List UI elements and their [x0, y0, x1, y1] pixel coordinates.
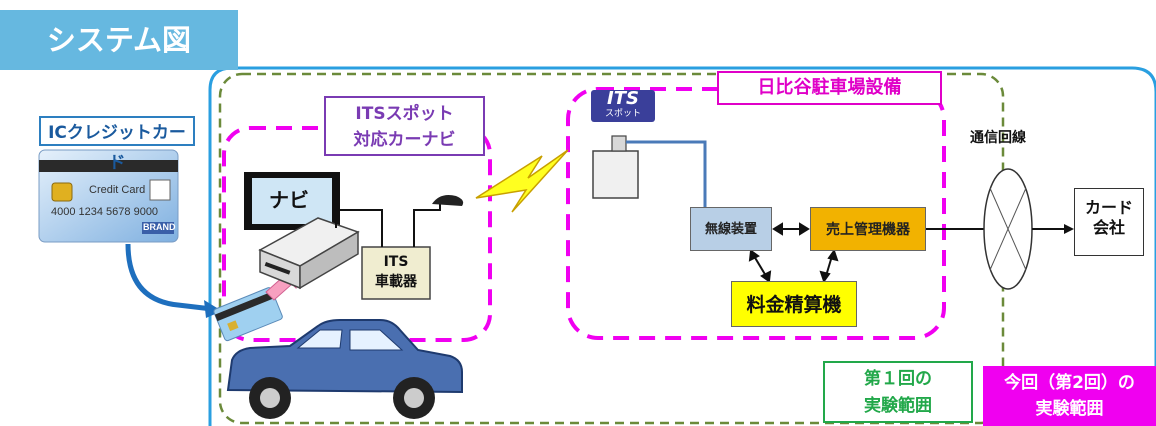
its-spot-logo-text: ITS スポット — [591, 89, 655, 120]
wireless-bolt — [475, 149, 569, 213]
payment-machine-box: 料金精算機 — [731, 281, 857, 327]
its-spot-navi-label-line1: ITSスポット — [355, 104, 454, 124]
card-number-text: 4000 1234 5678 9000 — [51, 206, 159, 218]
ic-card-label: ICクレジットカード — [39, 116, 195, 173]
car-graphic — [226, 319, 463, 419]
card-brand-text: BRAND — [143, 222, 176, 232]
its-spot-navi-label: ITSスポット 対応カーナビ — [324, 96, 485, 156]
antenna — [432, 195, 464, 206]
roadside-unit — [592, 150, 639, 199]
its-onboard-unit-label: ITS 車載器 — [362, 252, 430, 292]
outer-frame — [208, 66, 1156, 426]
communication-line-label: 通信回線 — [970, 130, 1026, 146]
sales-management-box: 売上管理機器 — [810, 207, 926, 251]
round2-scope-line2: 実験範囲 — [1035, 399, 1104, 419]
card-company-line2: 会社 — [1092, 218, 1125, 237]
its-onboard-unit-line2: 車載器 — [375, 274, 417, 290]
round1-scope-line1: 第１回の — [864, 369, 932, 389]
inserted-card-graphic — [213, 287, 283, 342]
credit-card-graphic — [38, 149, 179, 243]
its-onboard-unit — [361, 246, 431, 300]
round2-scope-label: 今回（第2回）の 実験範囲 — [983, 366, 1156, 426]
card-company-box: カード 会社 — [1074, 188, 1144, 256]
card-name-text: Credit Card — [89, 184, 146, 196]
round2-scope-line1: 今回（第2回）の — [1004, 373, 1135, 393]
round1-scope-label: 第１回の 実験範囲 — [823, 361, 973, 423]
its-spot-logo — [591, 90, 655, 122]
its-spot-logo-main: ITS — [607, 88, 639, 109]
navi-screen-label: ナビ — [269, 188, 309, 212]
round1-scope-line2: 実験範囲 — [864, 396, 932, 416]
its-spot-logo-sub: スポット — [604, 109, 641, 119]
its-onboard-unit-line1: ITS — [383, 254, 409, 270]
wireless-device-box: 無線装置 — [690, 207, 772, 251]
its-spot-navi-label-line2: 対応カーナビ — [353, 130, 456, 150]
card-company-line1: カード — [1084, 198, 1133, 217]
hibiya-parking-label: 日比谷駐車場設備 — [717, 71, 942, 105]
page-title: システム図 — [0, 10, 238, 70]
card-insert-arrow — [125, 243, 213, 312]
